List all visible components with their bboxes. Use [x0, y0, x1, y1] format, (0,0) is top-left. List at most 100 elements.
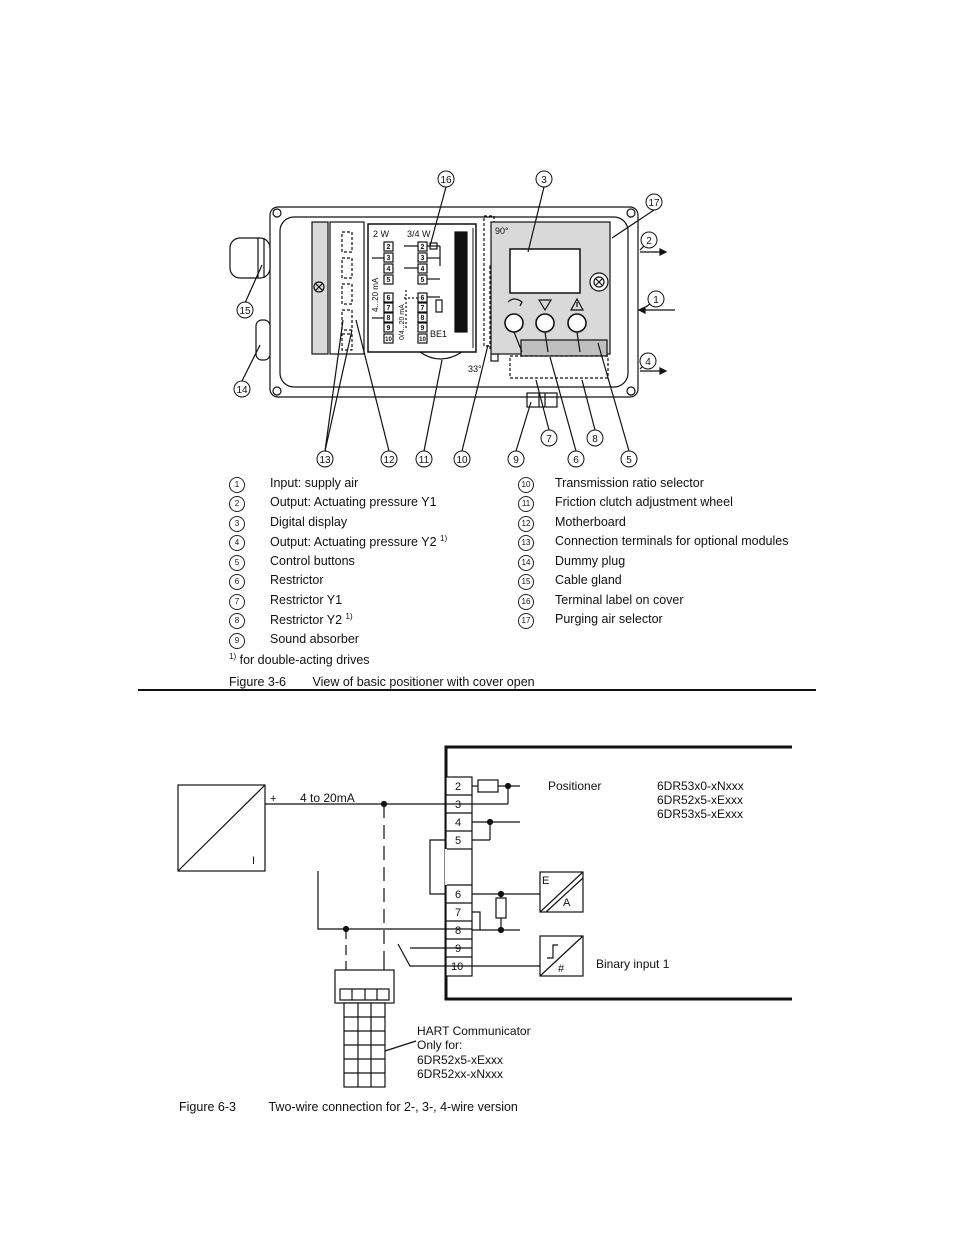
screw-bl [272, 386, 282, 396]
legend-num: 3 [229, 516, 245, 532]
callout-17: 17 [648, 198, 660, 209]
term-r-9: 9 [421, 325, 425, 332]
callout-11: 11 [419, 455, 430, 466]
term-l-7: 7 [387, 305, 391, 312]
footnote-text: for double-acting drives [239, 653, 370, 668]
binary-hash: # [558, 963, 565, 975]
caption-text: Two-wire connection for 2-, 3-, 4-wire v… [268, 1100, 518, 1114]
terminal-9: 9 [455, 943, 461, 955]
legend-text-main: Output: Actuating pressure Y2 [270, 535, 437, 550]
digital-display [509, 248, 581, 294]
legend-num: 9 [229, 633, 245, 649]
housing-inner [279, 216, 629, 388]
current-label: 4 to 20mA [300, 791, 355, 805]
label-2w: 2 W [373, 229, 390, 239]
callout-4: 4 [645, 357, 651, 368]
callout-7: 7 [546, 434, 552, 445]
terminal-strip [445, 776, 473, 977]
positioner-label: Positioner [548, 779, 601, 793]
optional-terminals [329, 221, 365, 355]
callout-3: 3 [541, 175, 547, 186]
hart-title: HART Communicator [417, 1024, 531, 1038]
callout-1: 1 [653, 295, 659, 306]
model-3: 6DR53x5-xExxx [657, 807, 743, 821]
legend-num: 5 [229, 555, 245, 571]
term-l-8: 8 [387, 315, 391, 322]
callout-9: 9 [513, 455, 519, 466]
label-be1: BE1 [430, 329, 447, 339]
hart-model-2: 6DR52xx-xNxxx [417, 1067, 503, 1081]
legend-num: 4 [229, 535, 245, 551]
term-l-2: 2 [387, 244, 391, 251]
label-33deg: 33° [468, 364, 482, 374]
legend-text: Dummy plug [555, 554, 626, 568]
legend-text: Input: supply air [270, 476, 359, 490]
term-r-4: 4 [421, 266, 425, 273]
callout-15: 15 [239, 306, 251, 317]
control-button-1 [504, 313, 524, 333]
terminal-10: 10 [451, 961, 463, 973]
terminal-2: 2 [455, 781, 461, 793]
screw-tl [272, 208, 282, 218]
control-button-2 [535, 313, 555, 333]
terminal-8: 8 [455, 925, 461, 937]
callout-6: 6 [573, 455, 579, 466]
label-range-a: 4...20 mA [371, 277, 380, 312]
legend-text: Sound absorber [270, 632, 359, 646]
ea-a-label: A [563, 897, 571, 909]
legend-sup: 1) [440, 534, 448, 543]
term-l-5: 5 [387, 277, 391, 284]
restrictor-block [520, 339, 608, 357]
term-l-4: 4 [387, 266, 391, 273]
legend-num: 14 [518, 555, 534, 571]
terminal-7: 7 [455, 907, 461, 919]
callout-5: 5 [626, 455, 632, 466]
term-l-10: 10 [385, 337, 392, 343]
caption-number: Figure 3-6 [229, 675, 286, 689]
dummy-plug [255, 319, 271, 361]
callout-12: 12 [383, 455, 395, 466]
legend-num: 12 [518, 516, 534, 532]
term-r-3: 3 [421, 255, 425, 262]
legend-text-main: Restrictor Y2 [270, 613, 343, 628]
footnote: 1) for double-acting drives [229, 652, 370, 667]
terminal-4: 4 [455, 817, 461, 829]
legend-text: Terminal label on cover [555, 593, 684, 607]
model-1: 6DR53x0-xNxxx [657, 779, 744, 793]
legend-text: Friction clutch adjustment wheel [555, 495, 733, 509]
wiring-diagram: 2 3 4 5 6 7 8 9 10 + 4 to 20mA I Positio… [177, 745, 792, 1088]
legend-sup: 1) [345, 612, 353, 621]
legend-num: 8 [229, 613, 245, 629]
legend-num: 11 [518, 496, 534, 512]
caption-number: Figure 6-3 [179, 1100, 236, 1114]
legend-text: Transmission ratio selector [555, 476, 704, 490]
legend-text: Purging air selector [555, 612, 663, 626]
section-divider [138, 689, 816, 691]
legend-text: Restrictor Y2 1) [270, 612, 353, 627]
callout-10: 10 [456, 455, 468, 466]
terminal-6: 6 [455, 889, 461, 901]
source-i-label: I [252, 855, 255, 867]
term-r-8: 8 [421, 315, 425, 322]
legend-num: 1 [229, 477, 245, 493]
label-3-4w: 3/4 W [407, 229, 431, 239]
legend-text: Connection terminals for optional module… [555, 534, 789, 548]
term-l-9: 9 [387, 325, 391, 332]
terminal-5: 5 [455, 835, 461, 847]
control-button-3 [567, 313, 587, 333]
footnote-marker: 1) [229, 652, 237, 661]
term-l-6: 6 [387, 295, 391, 302]
callout-2: 2 [646, 236, 652, 247]
label-range-b: 0/4...20 mA [399, 304, 406, 340]
sound-absorber [526, 392, 558, 408]
callout-13: 13 [319, 455, 331, 466]
legend-text: Cable gland [555, 573, 622, 587]
callout-14: 14 [236, 385, 248, 396]
figure-caption-top: Figure 3-6 View of basic positioner with… [229, 675, 535, 689]
figure-caption-bottom: Figure 6-3 Two-wire connection for 2-, 3… [179, 1100, 518, 1114]
term-r-7: 7 [421, 305, 425, 312]
legend-text: Restrictor Y1 [270, 593, 343, 607]
legend-text: Restrictor [270, 573, 324, 587]
legend-num: 6 [229, 574, 245, 590]
